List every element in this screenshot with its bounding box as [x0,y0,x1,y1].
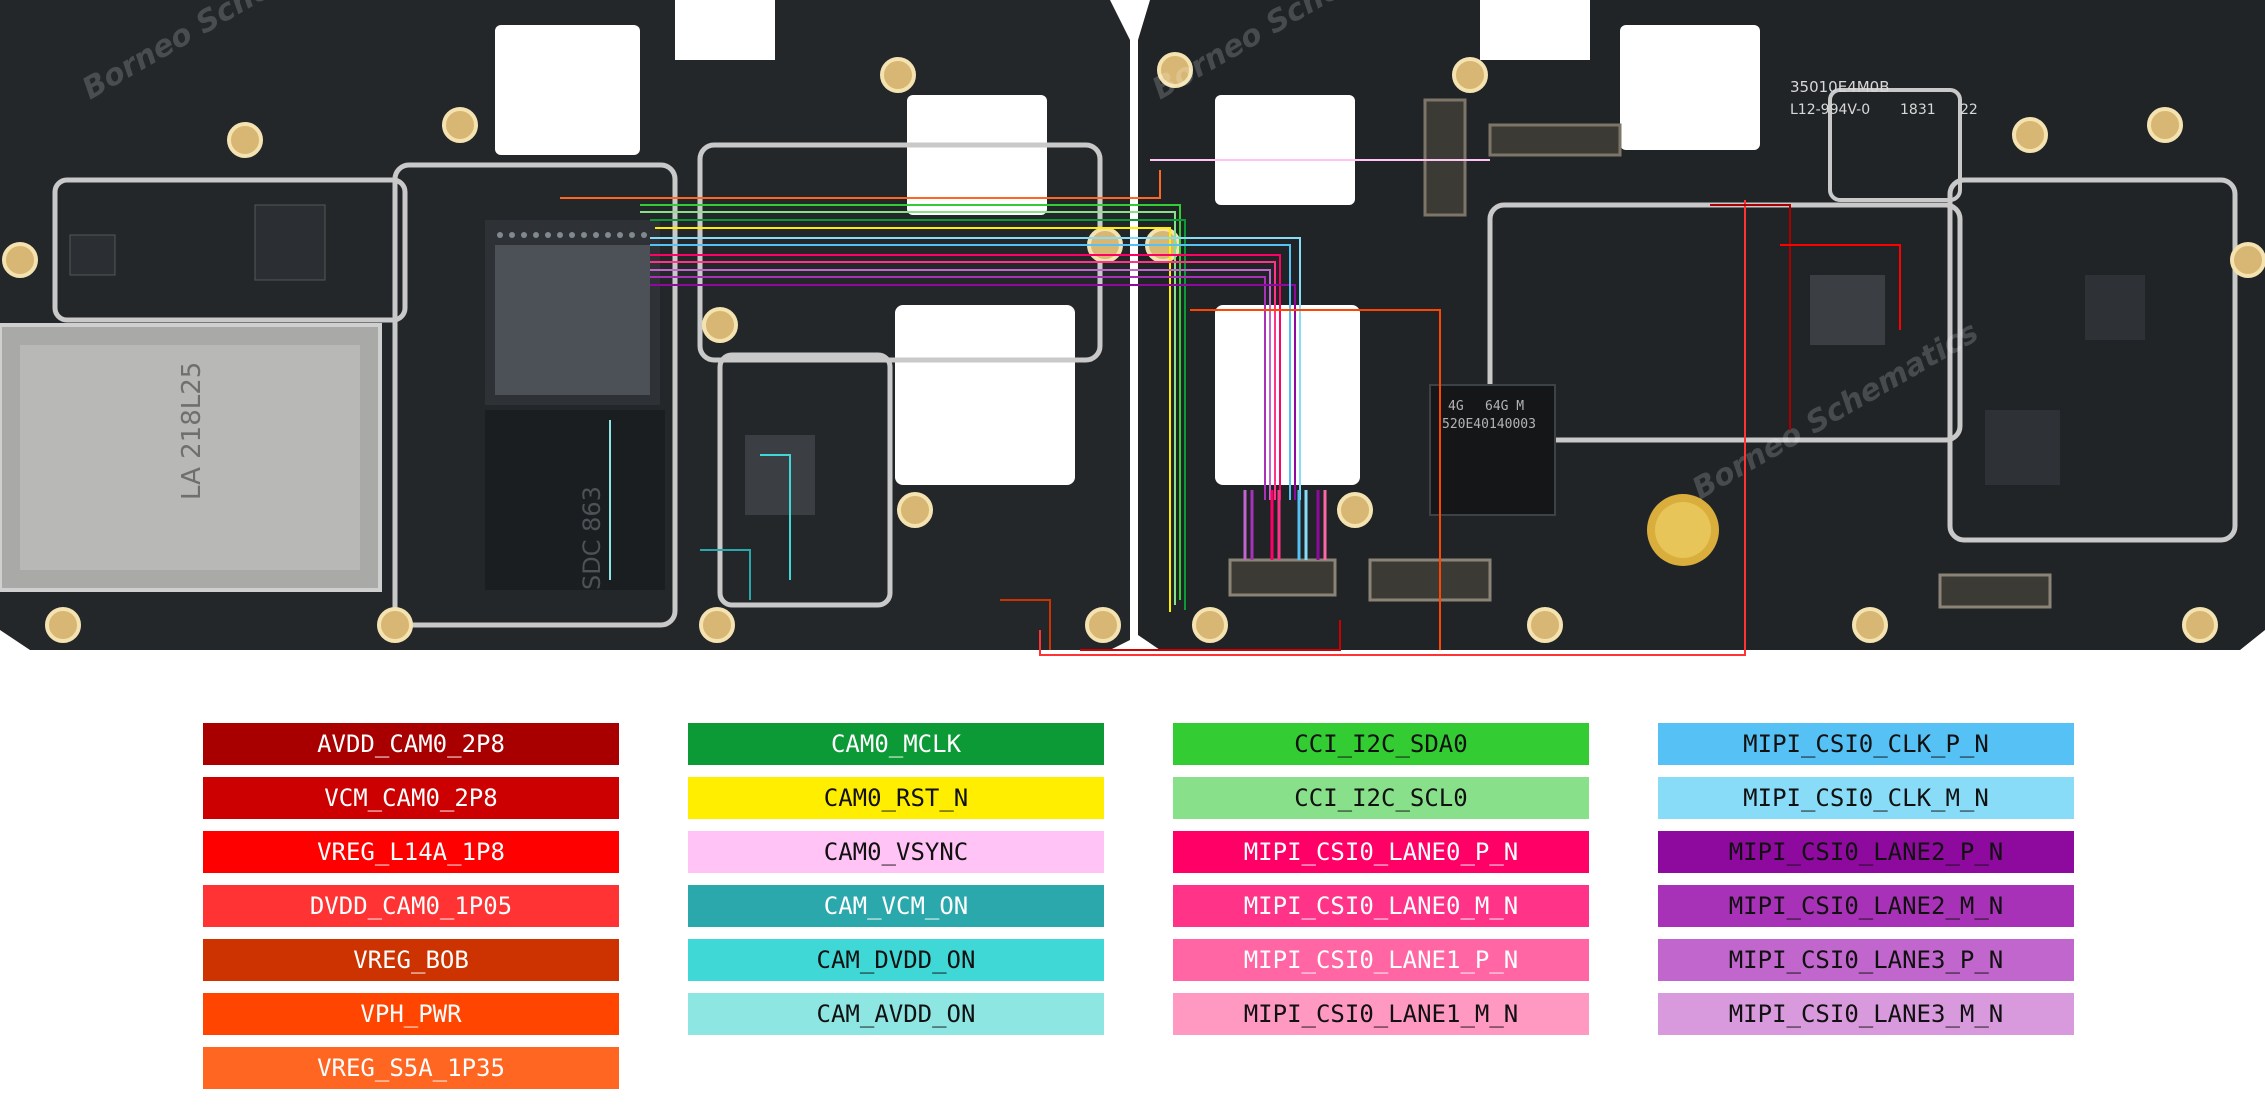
board-marking: LA 218L25 [177,362,207,500]
right-board [1138,0,2265,650]
board-code: 22 [1960,102,1978,118]
legend-item: CAM_AVDD_ON [688,993,1104,1035]
legend-item: CAM_DVDD_ON [688,939,1104,981]
legend-item: MIPI_CSI0_CLK_P_N [1658,723,2074,765]
legend-item: VREG_BOB [203,939,619,981]
board-part-label-2: L12-994V-0 [1790,102,1870,118]
legend-item: AVDD_CAM0_2P8 [203,723,619,765]
legend-item: VREG_S5A_1P35 [203,1047,619,1089]
board-part-label: 35010E4M0B [1790,78,1890,96]
legend-item: MIPI_CSI0_LANE3_P_N [1658,939,2074,981]
legend-item: CAM_VCM_ON [688,885,1104,927]
legend-item: CAM0_RST_N [688,777,1104,819]
legend-item: CAM0_MCLK [688,723,1104,765]
emmc-line1: 4G [1448,399,1464,414]
trace-overlay [560,159,1901,656]
emmc-line3: 520E40140003 [1442,417,1536,432]
chip-marking: SDC 863 [578,486,606,590]
legend-item: MIPI_CSI0_LANE2_P_N [1658,831,2074,873]
legend-item: VPH_PWR [203,993,619,1035]
legend-item: MIPI_CSI0_LANE1_M_N [1173,993,1589,1035]
legend-item: MIPI_CSI0_LANE1_P_N [1173,939,1589,981]
legend-item: CAM0_VSYNC [688,831,1104,873]
emmc-line2: 64G M [1485,399,1524,414]
legend-item: MIPI_CSI0_LANE3_M_N [1658,993,2074,1035]
pcb-board-photo: LA 218L25 SDC 863 4G 64G M 520E40140003 [0,0,2265,656]
lane-fan [1243,490,1327,560]
legend-item: MIPI_CSI0_LANE2_M_N [1658,885,2074,927]
legend-item: CCI_I2C_SDA0 [1173,723,1589,765]
board-date-code: 1831 [1900,102,1936,118]
legend-item: CCI_I2C_SCL0 [1173,777,1589,819]
legend-item: VREG_L14A_1P8 [203,831,619,873]
legend-item: MIPI_CSI0_CLK_M_N [1658,777,2074,819]
legend-item: MIPI_CSI0_LANE0_M_N [1173,885,1589,927]
legend-item: VCM_CAM0_2P8 [203,777,619,819]
legend-item: MIPI_CSI0_LANE0_P_N [1173,831,1589,873]
legend-item: DVDD_CAM0_1P05 [203,885,619,927]
